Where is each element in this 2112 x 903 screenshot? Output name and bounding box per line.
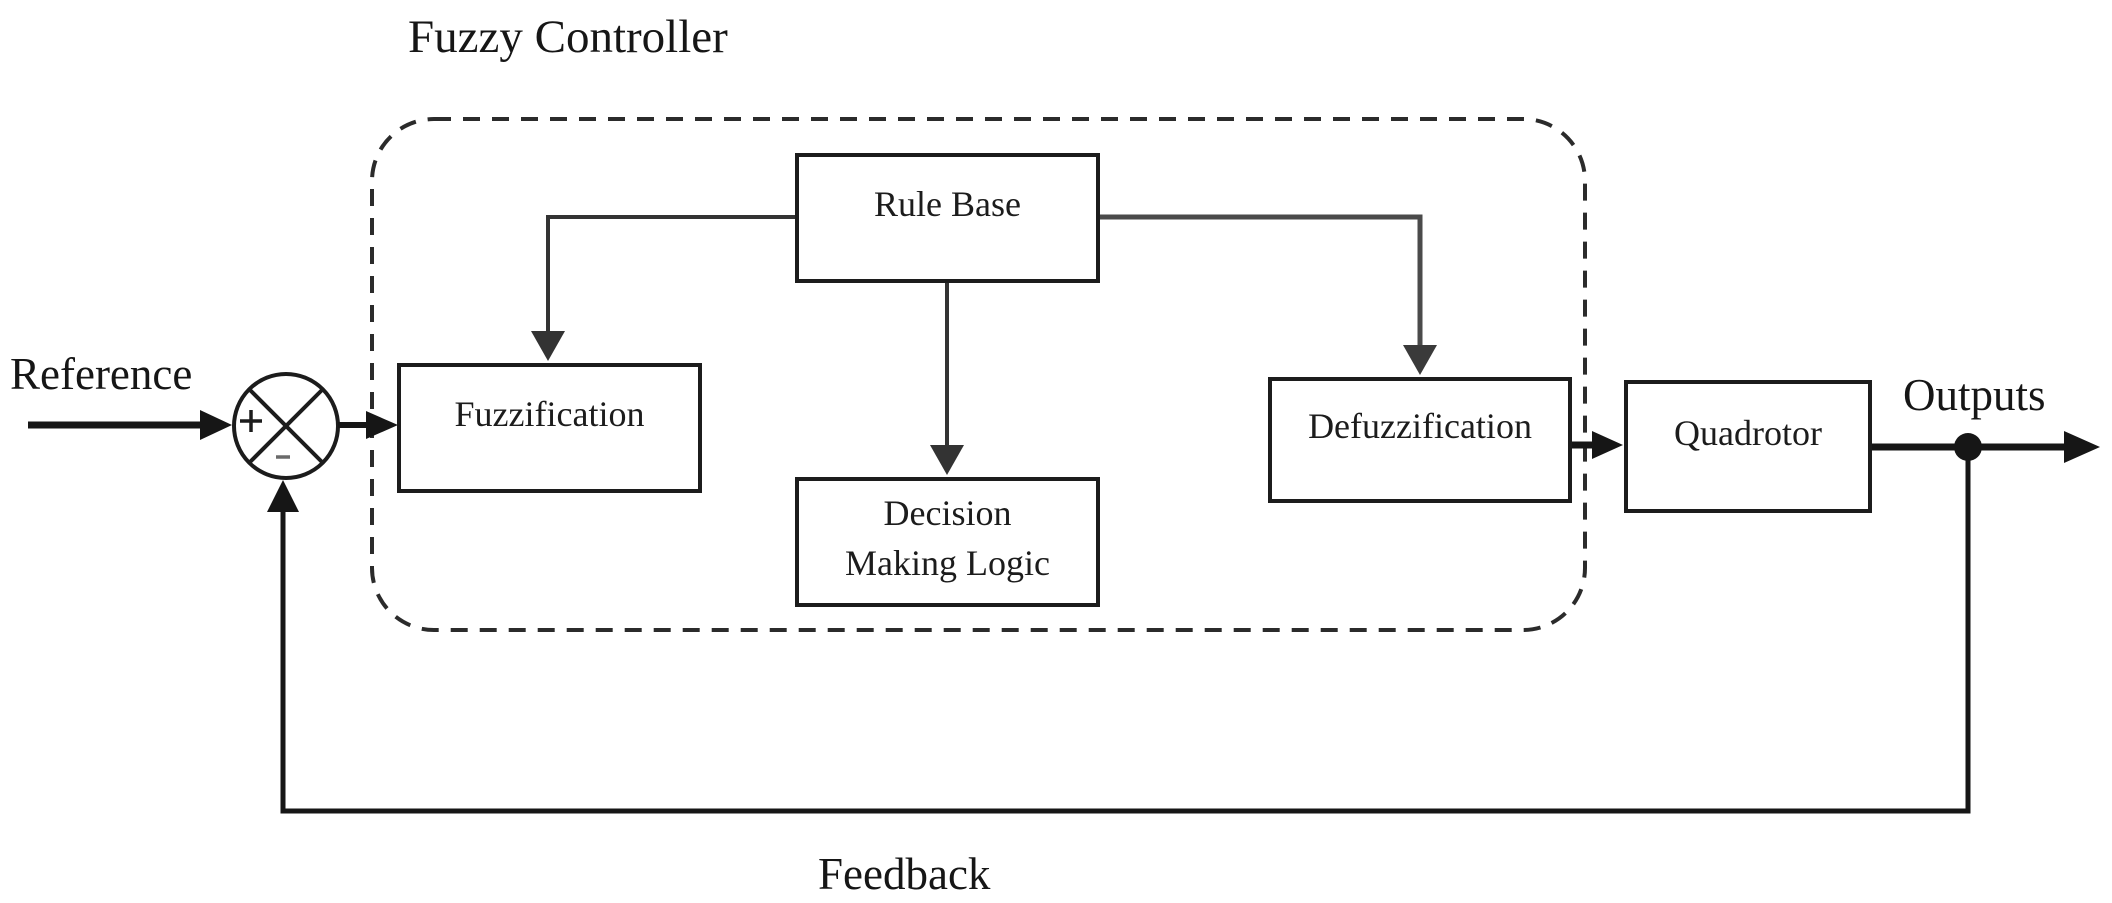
error-arrow [338, 411, 398, 439]
fuzzy-controller-boundary [370, 117, 1587, 632]
reference-arrow [28, 410, 232, 440]
rulebase-to-fuzzification-wire [531, 215, 795, 361]
fuzzification-label: Fuzzification [454, 394, 645, 435]
plus-sign [240, 410, 262, 432]
defuzzification-label: Defuzzification [1308, 406, 1532, 447]
fuzzification-block: Fuzzification [397, 363, 702, 493]
rulebase-to-defuzzification-wire [1100, 214, 1437, 375]
summing-junction [232, 372, 340, 480]
feedback-wire [267, 447, 1971, 814]
fuzzy-controller-title: Fuzzy Controller [408, 11, 728, 63]
quadrotor-block: Quadrotor [1624, 380, 1872, 513]
quadrotor-label: Quadrotor [1674, 412, 1822, 453]
output-arrow [1872, 431, 2100, 463]
rule-base-label: Rule Base [874, 184, 1021, 225]
defuzzification-to-quadrotor-arrow [1572, 431, 1623, 459]
outputs-label: Outputs [1903, 370, 2046, 420]
feedback-label: Feedback [818, 849, 991, 899]
decision-making-logic-label: Decision Making Logic [845, 493, 1050, 583]
reference-label: Reference [10, 349, 193, 399]
defuzzification-block: Defuzzification [1268, 377, 1572, 503]
decision-making-logic-block: Decision Making Logic [795, 477, 1100, 607]
rule-base-block: Rule Base [795, 153, 1100, 283]
rulebase-to-decision-wire [930, 283, 964, 475]
